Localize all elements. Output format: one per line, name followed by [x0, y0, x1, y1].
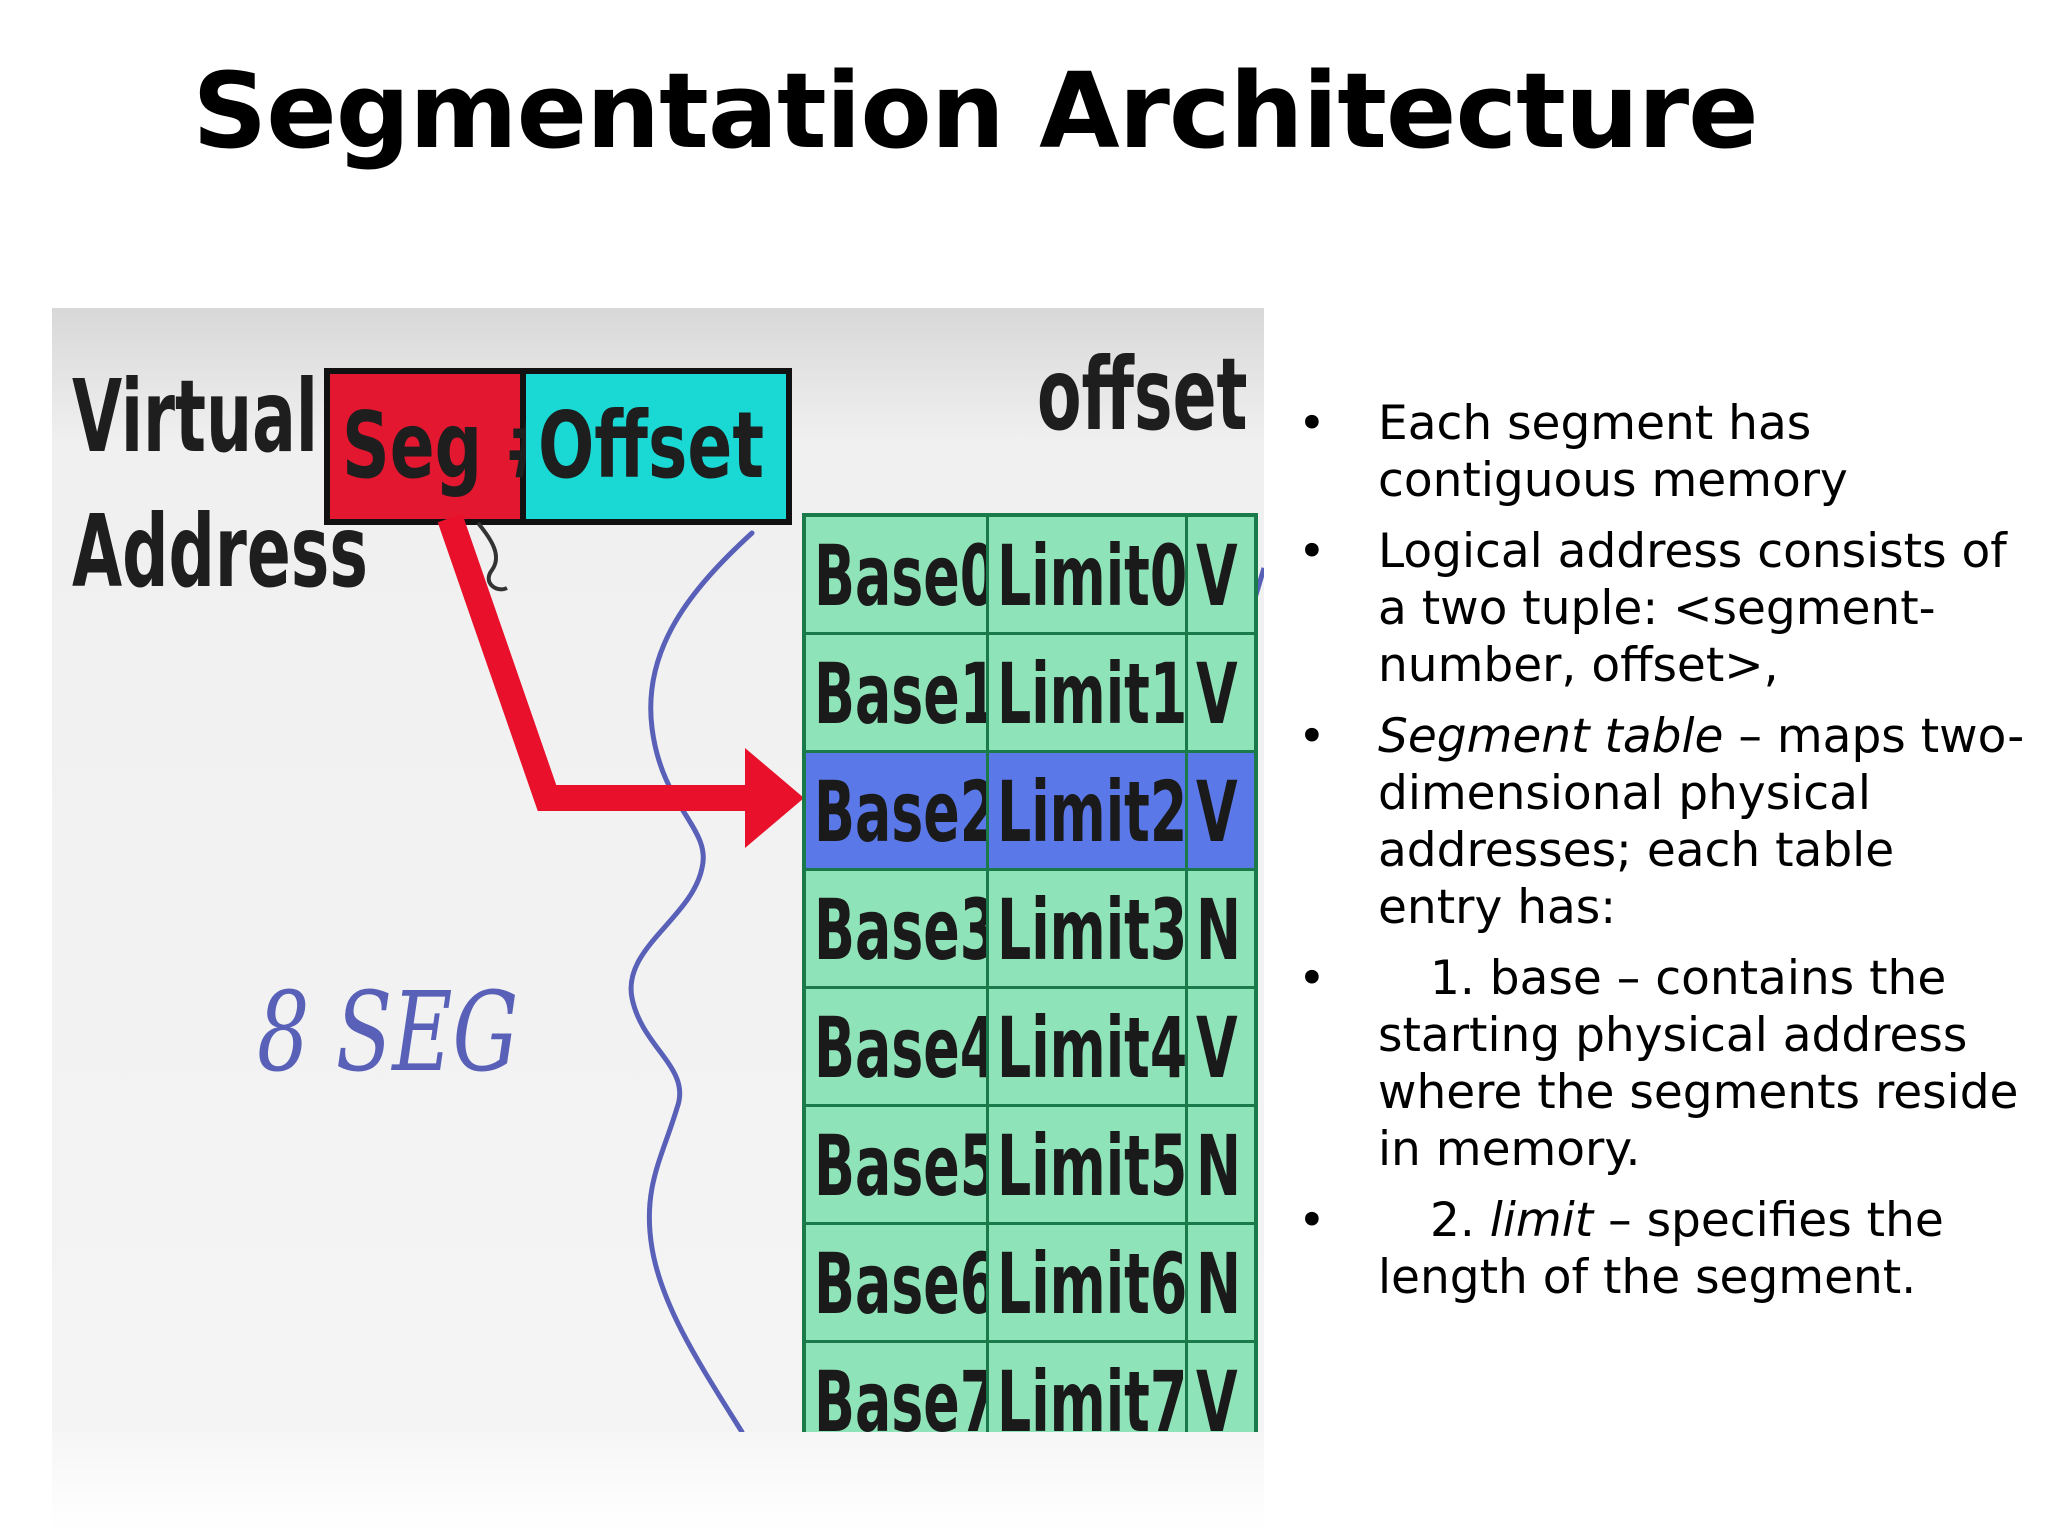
bullet-term: base — [1489, 951, 1602, 1006]
pen-scribble — [476, 521, 508, 592]
valid-flag-cell: N — [1188, 1107, 1254, 1222]
valid-flag-cell: V — [1188, 753, 1254, 868]
base-cell: Base2 — [806, 753, 989, 868]
bullet-item: Segment table – maps two-dimensional phy… — [1290, 708, 2030, 936]
bullet-text: Each segment has contiguous memory — [1378, 396, 1848, 508]
base-cell-text: Base2 — [814, 763, 989, 861]
offset-field-label: Offset — [538, 392, 764, 499]
bullet-text: – specifies the length of the segment. — [1378, 1193, 1944, 1305]
limit-cell-text: Limit4 — [997, 999, 1188, 1097]
seg-number-field: Seg # — [330, 374, 561, 519]
bullet-prefix: 1. — [1430, 951, 1490, 1006]
valid-flag-cell-text: V — [1196, 1353, 1238, 1432]
valid-flag-cell-text: V — [1196, 645, 1238, 743]
bullet-term: limit — [1489, 1193, 1594, 1248]
limit-cell-text: Limit3 — [997, 881, 1188, 979]
valid-flag-cell: N — [1188, 871, 1254, 986]
arrow-head — [745, 748, 804, 848]
valid-flag-cell-text: N — [1196, 1235, 1241, 1333]
limit-cell: Limit3 — [989, 871, 1188, 986]
valid-flag-cell: V — [1188, 517, 1254, 632]
base-cell-text: Base6 — [814, 1235, 989, 1333]
valid-flag-cell-text: N — [1196, 881, 1241, 979]
bullet-item: 2. limit – specifies the length of the s… — [1290, 1192, 2030, 1306]
base-cell-text: Base1 — [814, 645, 989, 743]
base-cell: Base4 — [806, 989, 989, 1104]
valid-flag-cell-text: V — [1196, 527, 1238, 625]
valid-flag-cell: V — [1188, 635, 1254, 750]
slide-title: Segmentation Architecture — [192, 50, 1758, 172]
bullet-list: Each segment has contiguous memory Logic… — [1290, 395, 2030, 1320]
limit-cell: Limit2 — [989, 753, 1188, 868]
limit-cell: Limit5 — [989, 1107, 1188, 1222]
segmentation-figure: Virtual Address offset Seg # Offset Base… — [52, 308, 1264, 1432]
base-cell: Base5 — [806, 1107, 989, 1222]
base-cell: Base6 — [806, 1225, 989, 1340]
bullet-prefix: 2. — [1430, 1193, 1490, 1248]
figure-bottom-fade — [52, 1432, 1264, 1532]
base-cell: Base3 — [806, 871, 989, 986]
valid-flag-cell: V — [1188, 1343, 1254, 1432]
limit-cell-text: Limit6 — [997, 1235, 1188, 1333]
bullet-item: Each segment has contiguous memory — [1290, 395, 2030, 509]
valid-flag-cell: V — [1188, 989, 1254, 1104]
seg-number-label: Seg # — [342, 392, 561, 499]
offset-field: Offset — [526, 374, 786, 519]
limit-cell: Limit4 — [989, 989, 1188, 1104]
virtual-address-box: Seg # Offset — [324, 368, 792, 525]
base-cell-text: Base3 — [814, 881, 989, 979]
limit-cell: Limit6 — [989, 1225, 1188, 1340]
valid-flag-cell: N — [1188, 1225, 1254, 1340]
limit-cell-text: Limit7 — [997, 1353, 1188, 1432]
base-cell: Base0 — [806, 517, 989, 632]
handwritten-annotation: 8 SEG — [257, 968, 519, 1096]
bullet-item: 1. base – contains the starting physical… — [1290, 950, 2030, 1178]
limit-cell-text: Limit5 — [997, 1117, 1188, 1215]
address-label: Address — [72, 493, 368, 610]
limit-cell: Limit1 — [989, 635, 1188, 750]
bullet-item: Logical address consists of a two tuple:… — [1290, 523, 2030, 694]
offset-label: offset — [1037, 336, 1248, 453]
base-cell: Base1 — [806, 635, 989, 750]
base-cell: Base7 — [806, 1343, 989, 1432]
arrow-line — [437, 513, 747, 811]
base-cell-text: Base7 — [814, 1353, 989, 1432]
valid-flag-cell-text: V — [1196, 763, 1238, 861]
valid-flag-cell-text: N — [1196, 1117, 1241, 1215]
limit-cell: Limit0 — [989, 517, 1188, 632]
bullet-text: – maps two-dimensional physical addresse… — [1378, 709, 2025, 935]
bullet-text: Logical address consists of a two tuple:… — [1378, 524, 2007, 693]
pen-squiggle — [628, 530, 755, 1432]
limit-cell-text: Limit2 — [997, 763, 1188, 861]
virtual-label: Virtual — [72, 358, 318, 475]
base-cell-text: Base0 — [814, 527, 989, 625]
limit-cell-text: Limit0 — [997, 527, 1188, 625]
base-cell-text: Base4 — [814, 999, 989, 1097]
valid-flag-cell-text: V — [1196, 999, 1238, 1097]
limit-cell: Limit7 — [989, 1343, 1188, 1432]
limit-cell-text: Limit1 — [997, 645, 1188, 743]
bullet-term: Segment table — [1378, 709, 1724, 764]
base-cell-text: Base5 — [814, 1117, 989, 1215]
bullet-text: – contains the starting physical address… — [1378, 951, 2019, 1177]
